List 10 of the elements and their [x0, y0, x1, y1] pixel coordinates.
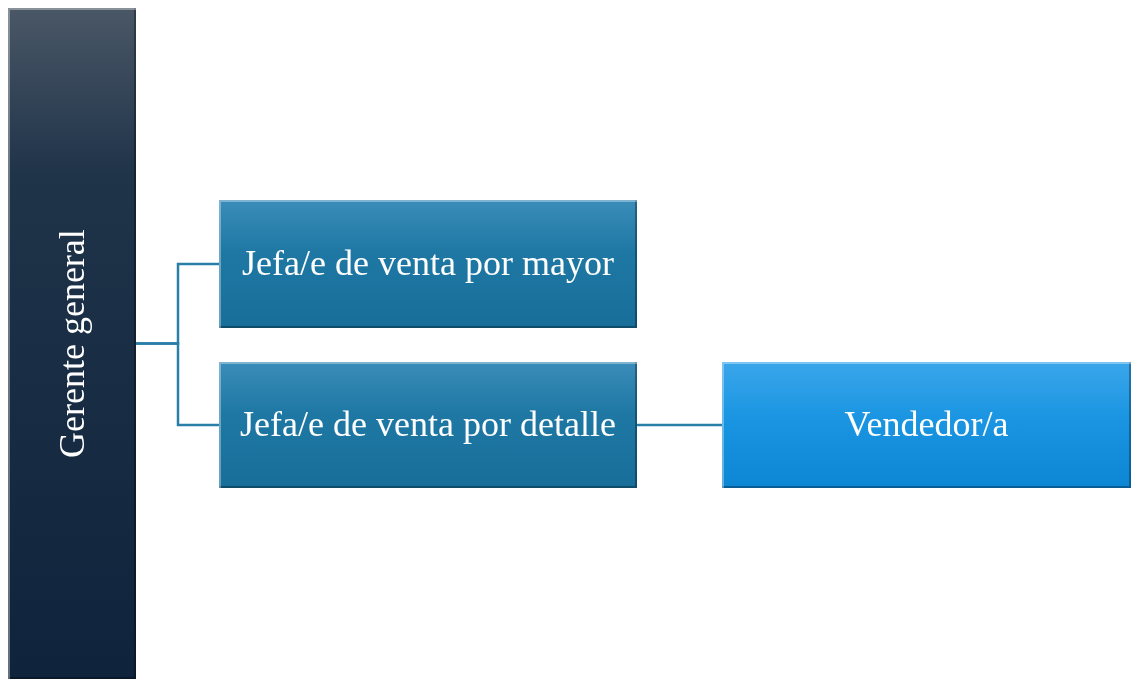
connector-line	[637, 423, 722, 427]
position-title: Vendedor/a	[843, 403, 1010, 447]
position-box	[722, 362, 1131, 488]
connector-line	[136, 342, 219, 427]
position-box	[8, 8, 136, 679]
position-title: Gerente general	[50, 229, 93, 458]
position-title: Jefa/e de venta por mayor	[241, 242, 615, 286]
position-title: Jefa/e de venta por detalle	[239, 403, 617, 447]
position-box	[219, 200, 637, 328]
position-box	[219, 362, 637, 488]
